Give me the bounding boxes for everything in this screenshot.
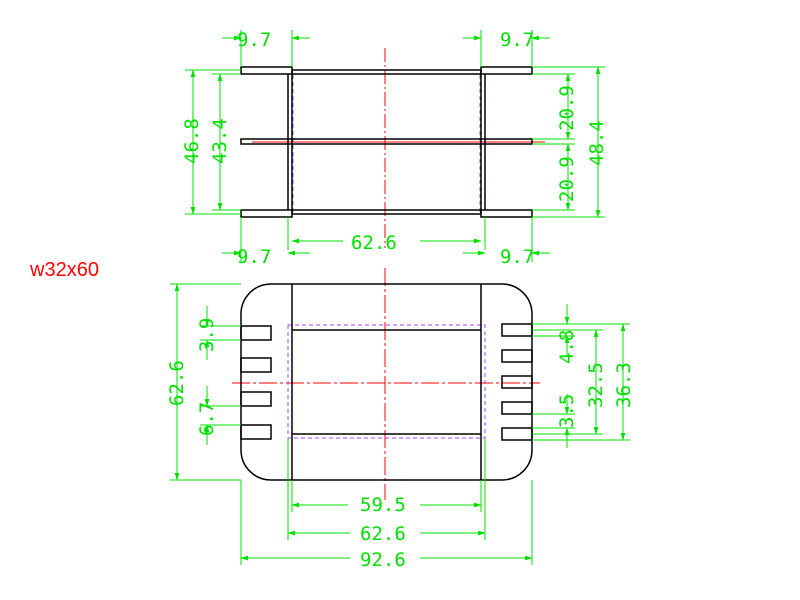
top-view-hidden-lines [292, 75, 481, 212]
dim-right-outer-span: 36.3 [613, 362, 635, 408]
top-view-centerlines [252, 48, 545, 248]
dim-top-core-width: 62.6 [351, 232, 397, 254]
dim-overall-depth: 62.6 [166, 360, 188, 406]
dim-overall-height: 48.4 [586, 120, 608, 166]
dim-lower-half: 20.9 [556, 156, 578, 202]
dim-overall-width: 92.6 [360, 549, 406, 571]
dim-top-left-flange: 9.7 [237, 29, 271, 51]
dim-right-pin-pitch: 3.5 [556, 394, 578, 428]
dim-right-pin-span: 32.5 [585, 362, 607, 408]
top-view-dimensions [185, 30, 605, 262]
dim-top-right-flange: 9.7 [500, 29, 534, 51]
top-view-outline [240, 66, 533, 218]
bottom-view-hidden-outline [287, 324, 486, 439]
model-label: w32x60 [29, 259, 99, 281]
bottom-view-dimensions [170, 283, 630, 565]
top-view: 9.7 9.7 9.7 9.7 62.6 46.8 43.4 20.9 20.9… [181, 29, 608, 268]
dim-bottom-core-width: 62.6 [360, 523, 406, 545]
dim-inner-width: 59.5 [360, 494, 406, 516]
bottom-view-centerlines [232, 268, 540, 500]
dim-outer-height: 46.8 [181, 118, 203, 164]
bottom-view-outline [240, 283, 533, 481]
dim-right-pin-width: 4.8 [556, 330, 578, 364]
bottom-view: 62.6 3.9 6.7 4.8 3.5 32.5 36.3 59.5 62.6… [166, 268, 635, 571]
dim-upper-half: 20.9 [556, 85, 578, 131]
dim-bottom-left-flange: 9.7 [237, 246, 271, 268]
dim-left-pin-pitch: 6.7 [196, 402, 218, 436]
dim-inner-height: 43.4 [209, 118, 231, 164]
dim-left-pin-width: 3.9 [196, 318, 218, 352]
dim-bottom-right-flange: 9.7 [500, 246, 534, 268]
